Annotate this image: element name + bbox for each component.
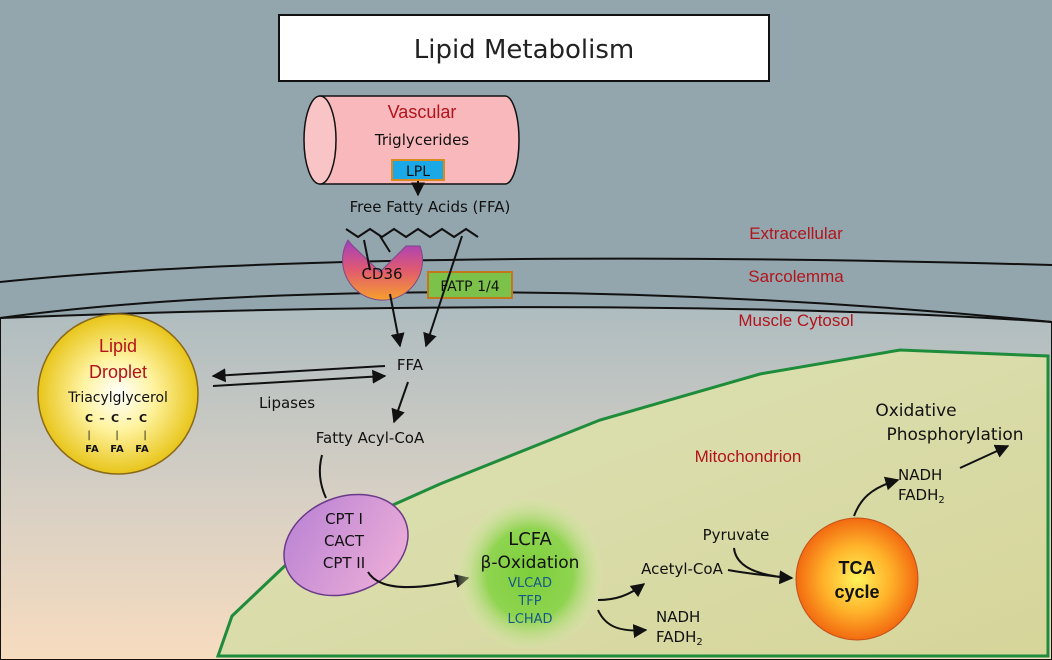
ffa-to-droplet-arrow bbox=[211, 365, 386, 383]
ffa-to-cd36-line-2 bbox=[379, 235, 391, 253]
page-title: Lipid Metabolism bbox=[414, 35, 635, 65]
tca-fadh-label: FADH2 bbox=[898, 486, 945, 506]
lpl-box bbox=[391, 159, 445, 181]
droplet-to-ffa-arrow bbox=[212, 369, 387, 387]
extracellular-label: Extracellular bbox=[749, 224, 843, 243]
fatty-acid-1: FA bbox=[85, 444, 99, 455]
bond-1: | bbox=[87, 430, 90, 441]
cpt-to-beta-oxidation-arrow bbox=[367, 571, 470, 589]
lipid-droplet-title-2: Droplet bbox=[89, 362, 147, 382]
acetyl-coa-label: Acetyl-CoA bbox=[641, 560, 723, 578]
tca-to-nadh-arrow bbox=[853, 476, 900, 517]
mitochondrion-label: Mitochondrion bbox=[695, 447, 802, 466]
lipid-droplet bbox=[37, 313, 199, 475]
ffa-to-cd36-line bbox=[363, 239, 371, 271]
fatp-box bbox=[427, 271, 513, 299]
dash-1: – bbox=[99, 412, 105, 425]
fatty-acid-2: FA bbox=[110, 444, 124, 455]
cd36-label: CD36 bbox=[361, 265, 402, 283]
vascular-label: Vascular bbox=[388, 102, 457, 122]
lchad-label: LCHAD bbox=[508, 612, 553, 627]
lpl-label: LPL bbox=[406, 164, 430, 180]
tca-cycle bbox=[795, 517, 919, 641]
fatty-acyl-coa-label: Fatty Acyl-CoA bbox=[316, 429, 425, 447]
pyruvate-label: Pyruvate bbox=[703, 526, 770, 544]
triacylglycerol-label: Triacylglycerol bbox=[67, 390, 168, 406]
sarcolemma-outer-line bbox=[0, 257, 1052, 283]
carbon-1: C bbox=[85, 412, 93, 425]
dash-2: – bbox=[126, 412, 132, 425]
lipases-label: Lipases bbox=[259, 394, 315, 412]
fatty-acid-chain-icon bbox=[345, 227, 479, 239]
triglycerides-label: Triglycerides bbox=[374, 131, 469, 149]
oxphos-label-1: Oxidative bbox=[875, 401, 956, 421]
cpt1-label: CPT I bbox=[325, 510, 363, 528]
vessel-end bbox=[303, 95, 337, 185]
ffa-cytosol-label: FFA bbox=[397, 356, 424, 374]
vlcad-label: VLCAD bbox=[508, 576, 552, 591]
beta-oxidation-glow bbox=[458, 498, 602, 650]
sarcolemma-label: Sarcolemma bbox=[748, 267, 844, 286]
bond-3: | bbox=[143, 430, 146, 441]
ffa-extracellular-label: Free Fatty Acids (FFA) bbox=[350, 198, 511, 216]
lcfa-label: LCFA bbox=[508, 529, 552, 550]
ffa-to-acyl-coa-arrow bbox=[391, 381, 409, 424]
acyl-coa-to-cpt-line bbox=[318, 454, 327, 499]
lipid-droplet-title-1: Lipid bbox=[99, 336, 137, 356]
beta-nadh-label: NADH bbox=[656, 608, 700, 626]
carbon-2: C bbox=[111, 412, 119, 425]
bond-2: | bbox=[115, 430, 118, 441]
carbon-3: C bbox=[139, 412, 147, 425]
cpt2-label: CPT II bbox=[323, 554, 365, 572]
tca-nadh-label: NADH bbox=[898, 466, 942, 484]
muscle-cytosol-label: Muscle Cytosol bbox=[738, 311, 853, 330]
cd36-transporter bbox=[342, 239, 424, 301]
beta-oxidation-label: β-Oxidation bbox=[481, 553, 580, 573]
fatp-to-ffa-arrow bbox=[423, 235, 463, 348]
acetyl-coa-to-tca-arrow bbox=[727, 569, 793, 579]
cd36-to-ffa-arrow bbox=[389, 293, 405, 348]
fatty-acid-3: FA bbox=[135, 444, 149, 455]
carnitine-shuttle bbox=[283, 493, 409, 597]
tfp-label: TFP bbox=[517, 594, 541, 609]
beta-to-acetyl-coa-arrow bbox=[597, 583, 646, 601]
nadh-to-oxphos-arrow bbox=[959, 444, 1010, 469]
fatp-label: FATP 1/4 bbox=[440, 279, 499, 295]
cact-label: CACT bbox=[324, 532, 365, 550]
tca-label-1: TCA bbox=[839, 558, 876, 578]
vascular-vessel bbox=[303, 95, 520, 185]
beta-fadh-label: FADH2 bbox=[656, 628, 703, 648]
title-box bbox=[278, 14, 770, 82]
beta-to-nadh-arrow bbox=[597, 609, 648, 639]
tca-label-2: cycle bbox=[834, 582, 879, 602]
oxphos-label-2: Phosphorylation bbox=[886, 425, 1023, 445]
